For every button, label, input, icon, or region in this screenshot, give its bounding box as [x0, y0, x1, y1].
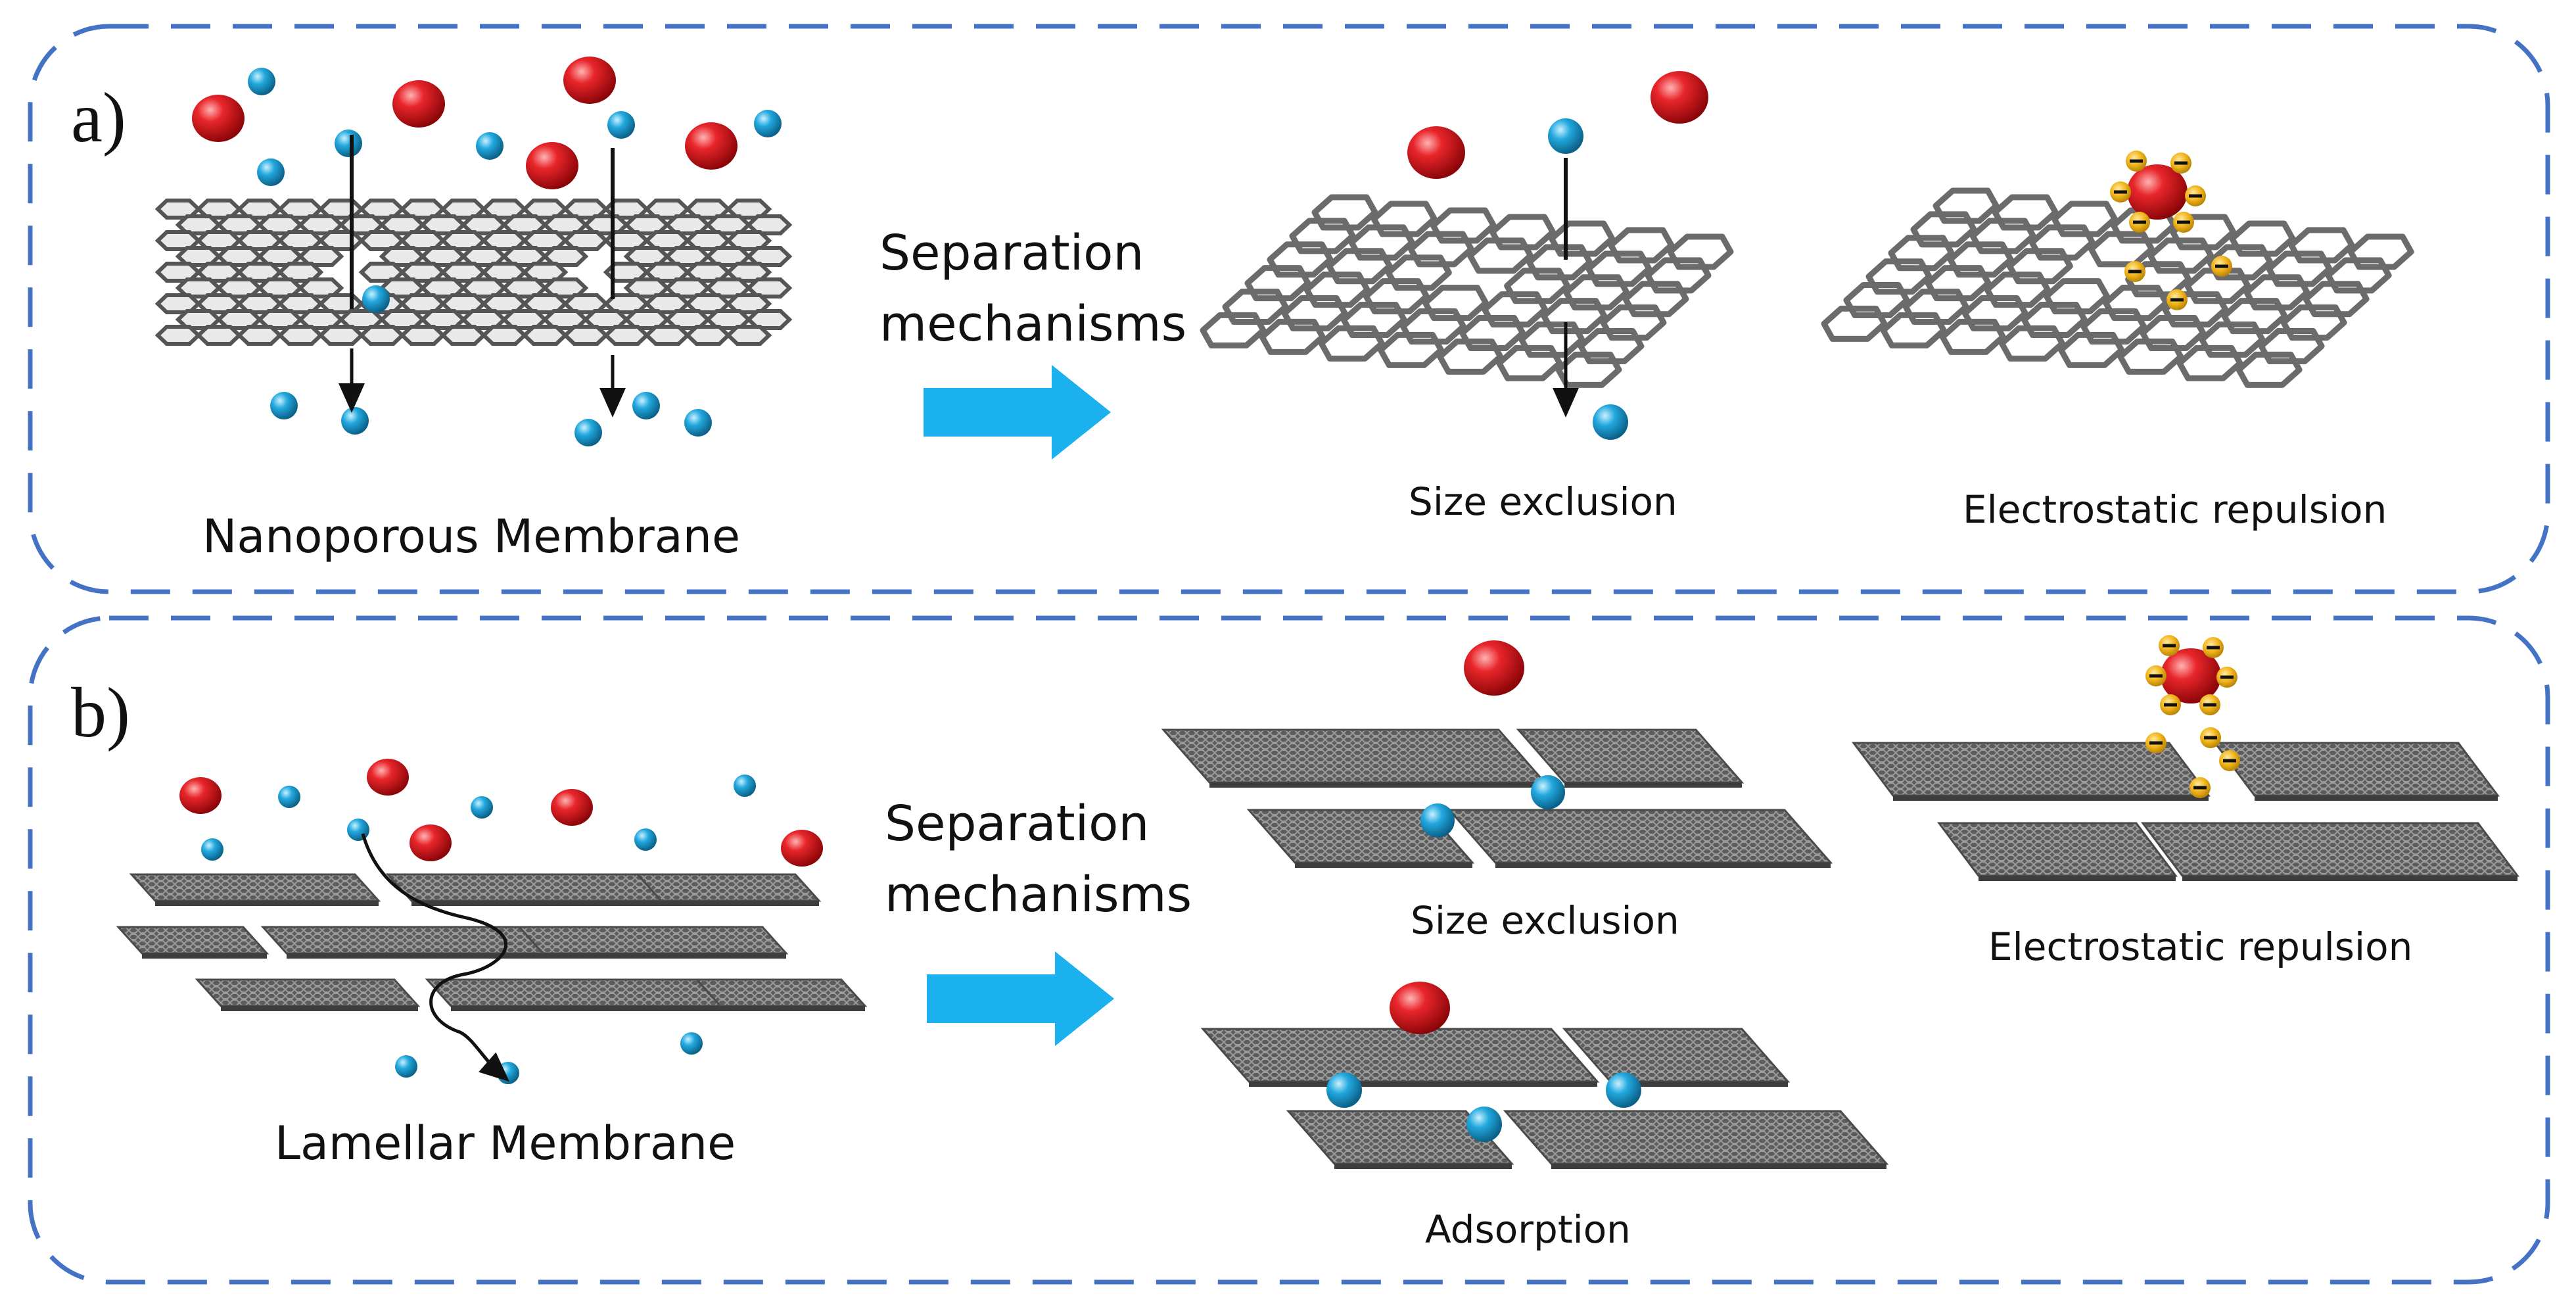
caption-size-exclusion-b: Size exclusion: [1411, 898, 1679, 943]
caption-adsorption-b: Adsorption: [1425, 1207, 1631, 1252]
panel-a-label: a): [71, 79, 126, 157]
nanoporous-membrane-illustration: [154, 199, 793, 346]
pass-through-arrows: [339, 135, 626, 417]
caption-size-exclusion-a: Size exclusion: [1409, 479, 1677, 524]
separation-heading-a-line2: mechanisms: [879, 296, 1186, 352]
ions-lamellar: [179, 759, 823, 1084]
panel-b-border: [28, 615, 2550, 1285]
electrostatic-charges-b: [2145, 635, 2240, 798]
electrostatic-charges-a: [2110, 151, 2232, 310]
caption-electrostatic-repulsion-a: Electrostatic repulsion: [1963, 487, 2387, 532]
separation-heading-b-line2: mechanisms: [885, 867, 1192, 923]
size-exclusion-ions-a: [1407, 71, 1708, 440]
lamellar-mechanism-ions: [1326, 640, 1641, 1142]
separation-arrow-b: [927, 951, 1114, 1046]
ions-nanoporous: [192, 57, 782, 446]
panel-a-border: [28, 24, 2550, 594]
electrostatic-repulsion-lattice: [1821, 187, 2414, 388]
separation-heading-a-line1: Separation: [879, 225, 1144, 281]
separation-heading-b-line1: Separation: [885, 796, 1149, 852]
lamellar-membrane-illustration: [116, 873, 868, 1011]
panel-b-label: b): [71, 674, 130, 752]
lamellar-mechanism-sheets: [1161, 728, 2519, 1169]
caption-electrostatic-repulsion-b: Electrostatic repulsion: [1988, 924, 2412, 969]
nanoporous-membrane-title: Nanoporous Membrane: [202, 510, 740, 563]
size-exclusion-lattice: [1200, 194, 1734, 388]
lamellar-membrane-title: Lamellar Membrane: [275, 1116, 736, 1170]
tortuous-path-arrow: [361, 833, 510, 1082]
separation-arrow-a: [924, 365, 1111, 460]
